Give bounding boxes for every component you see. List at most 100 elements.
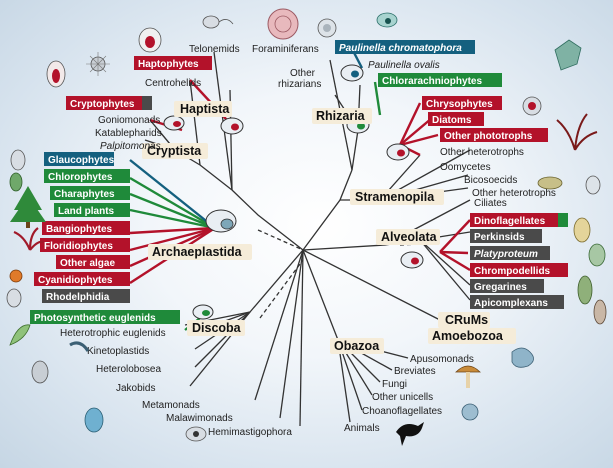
label-bicosoecids: Bicosoecids xyxy=(464,175,517,186)
box-diatoms: Diatoms xyxy=(432,115,472,126)
label-other-rhizarians-1: Other xyxy=(290,68,316,79)
box-chlorophytes: Chlorophytes xyxy=(48,172,113,183)
box-land-plants: Land plants xyxy=(58,206,115,217)
glaucophyte-cell-icon xyxy=(10,149,26,171)
box-glaucophytes: Glaucophytes xyxy=(48,155,115,166)
group-cryptista: Cryptista xyxy=(147,144,202,158)
label-fungi: Fungi xyxy=(382,379,407,390)
stramenopile-cell-icon xyxy=(585,175,601,195)
box-haptophytes: Haptophytes xyxy=(138,59,199,70)
box-dinoflagellates: Dinoflagellates xyxy=(474,216,546,227)
crow-icon xyxy=(396,422,424,446)
colored-boxes: Haptophytes Cryptophytes Glaucophytes Ch… xyxy=(30,40,568,324)
label-jakobids: Jakobids xyxy=(116,383,155,394)
paulinella-cell-icon xyxy=(376,12,398,28)
organism-illustrations xyxy=(6,8,607,446)
plastid-icon-discoba xyxy=(192,304,214,320)
centrohelid-cell-icon xyxy=(86,52,110,76)
label-heterotrophic-euglenids: Heterotrophic euglenids xyxy=(60,328,166,339)
group-crums: CRuMs xyxy=(445,313,488,327)
box-rhodelphidia: Rhodelphidia xyxy=(46,292,110,303)
haptophyte-cell-icon xyxy=(138,27,162,53)
chlorarachniophyte-cell-icon xyxy=(554,39,582,71)
choanoflagellate-icon xyxy=(461,403,479,421)
label-choanoflagellates: Choanoflagellates xyxy=(362,406,442,417)
box-other-algae: Other algae xyxy=(60,258,115,269)
plastid-icon-stramenopila xyxy=(386,143,410,161)
box-paulinella-chromatophora: Paulinella chromatophora xyxy=(339,43,462,54)
group-stramenopila: Stramenopila xyxy=(355,190,435,204)
plain-labels: Telonemids Centrohelids Goniomonads Kata… xyxy=(60,44,556,438)
label-other-heterotrophs-a: Other heterotrophs xyxy=(440,147,524,158)
metamonad-cell-icon xyxy=(84,407,104,433)
box-cyanidiophytes: Cyanidiophytes xyxy=(38,275,113,286)
label-malawimonads: Malawimonads xyxy=(166,413,233,424)
label-katablepharids: Katablepharids xyxy=(95,128,162,139)
label-hemimastigophora: Hemimastigophora xyxy=(208,427,292,438)
green-branches xyxy=(129,81,382,331)
red-seaweed-icon xyxy=(556,113,598,151)
plastid-icon-paulinella xyxy=(340,64,364,82)
label-ciliates: Ciliates xyxy=(474,198,507,209)
land-plant-tree-icon xyxy=(10,186,46,228)
diatom-icon xyxy=(537,176,563,190)
cyanidiophyte-cell-icon xyxy=(9,269,23,283)
chlorophyte-cell-icon xyxy=(9,172,23,192)
group-discoba: Discoba xyxy=(192,321,242,335)
label-centrohelids: Centrohelids xyxy=(145,78,201,89)
ciliate-cell-icon xyxy=(573,217,591,243)
hemimastigophore-cell-icon xyxy=(185,426,207,442)
plastid-icon-archaeplastida xyxy=(205,209,237,233)
label-heterolobosea: Heterolobosea xyxy=(96,364,161,375)
label-oomycetes: Oomycetes xyxy=(440,162,491,173)
plastid-icon-alveolata xyxy=(400,251,424,269)
label-other-heterotrophs-b: Other heterotrophs xyxy=(472,188,556,199)
label-other-unicells: Other unicells xyxy=(372,392,433,403)
foraminiferan-shell-icon xyxy=(267,8,299,40)
label-telonemids: Telonemids xyxy=(189,44,240,55)
label-apusomonads: Apusomonads xyxy=(410,354,474,365)
red-alga-icon xyxy=(13,227,45,251)
group-amoebozoa: Amoebozoa xyxy=(432,329,504,343)
box-floridiophytes: Floridiophytes xyxy=(44,241,113,252)
box-other-phototrophs: Other phototrophs xyxy=(444,131,533,142)
dashed-branches xyxy=(257,229,441,319)
label-foraminiferans: Foraminiferans xyxy=(252,44,319,55)
box-charaphytes: Charaphytes xyxy=(54,189,115,200)
group-labels: Haptista Cryptista Archaeplastida Rhizar… xyxy=(142,101,516,354)
plastid-icon-haptista xyxy=(220,117,244,135)
amoeba-cell-icon xyxy=(511,347,534,368)
chrysophyte-cell-icon xyxy=(522,96,542,116)
gregarine-cell-icon xyxy=(593,299,607,325)
box-photosynthetic-euglenids: Photosynthetic euglenids xyxy=(34,313,156,324)
box-perkinsids: Perkinsids xyxy=(474,232,525,243)
label-kinetoplastids: Kinetoplastids xyxy=(87,346,149,357)
label-paulinella-ovalis: Paulinella ovalis xyxy=(368,60,440,71)
box-apicomplexans: Apicomplexans xyxy=(474,298,548,309)
plastid-icons xyxy=(163,64,424,320)
blue-branches xyxy=(129,44,364,229)
box-cryptophytes: Cryptophytes xyxy=(70,99,135,110)
box-bangiophytes: Bangiophytes xyxy=(46,224,113,235)
rhizarian-cell-icon xyxy=(317,18,337,38)
box-platyproteum: Platyproteum xyxy=(474,249,538,260)
box-chrysophytes: Chrysophytes xyxy=(426,99,493,110)
group-archaeplastida: Archaeplastida xyxy=(152,245,243,259)
box-gregarines: Gregarines xyxy=(474,282,527,293)
label-animals: Animals xyxy=(344,423,380,434)
group-haptista: Haptista xyxy=(180,102,230,116)
mushroom-icon xyxy=(455,365,481,388)
euglenid-cell-icon xyxy=(9,324,31,346)
cryptophyte-cell-icon xyxy=(46,60,66,88)
heterolobosean-cell-icon xyxy=(31,360,49,384)
label-palpitomonas: Palpitomonas xyxy=(100,141,161,152)
rhodelphid-cell-icon xyxy=(6,288,22,308)
label-metamonads: Metamonads xyxy=(142,400,200,411)
telonemid-cell-icon xyxy=(202,15,234,29)
dinoflagellate-cell-icon xyxy=(588,243,606,267)
plastid-icon-cryptista xyxy=(163,115,185,131)
group-rhizaria: Rhizaria xyxy=(316,109,366,123)
label-other-rhizarians-2: rhizarians xyxy=(278,79,321,90)
